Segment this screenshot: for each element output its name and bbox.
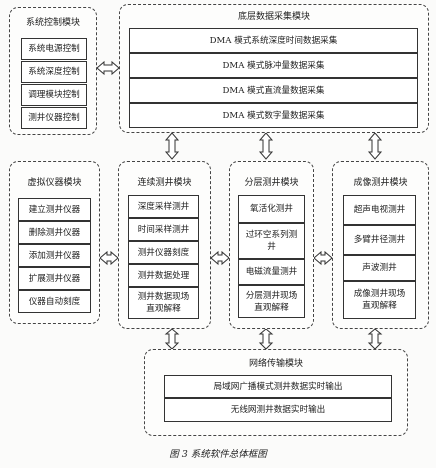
arrow-daq-to-imaging	[367, 132, 383, 160]
module-box: 测井仪器控制	[21, 107, 87, 129]
group-virtual-instrument: 虚拟仪器模块 建立测井仪器 删除测井仪器 添加测井仪器 扩展测井仪器 仪器自动刻…	[9, 161, 100, 324]
arrow-imaging-to-network	[367, 328, 383, 350]
module-box: 系统深度控制	[21, 61, 87, 83]
module-box: 添加测井仪器	[18, 244, 91, 267]
group-system-control: 系统控制模块 系统电源控制 系统深度控制 调理模块控制 测井仪器控制	[9, 7, 97, 135]
arrow-daq-to-continuous	[164, 132, 180, 160]
group-layered-logging: 分层测井模块 氧活化测井 过环空系列测 井 电磁流量测井 分层测井现场 直观解释	[229, 161, 314, 329]
group-title: 成像测井模块	[353, 178, 408, 188]
arrow-continuous-to-network	[164, 328, 180, 350]
figure-caption: 图 3 系统软件总体框图	[169, 449, 267, 460]
module-box: 测井数据现场 直观解释	[128, 287, 199, 319]
arrow-continuous-to-layered	[210, 250, 230, 266]
group-title: 虚拟仪器模块	[27, 178, 82, 188]
group-title: 网络传输模块	[248, 359, 303, 369]
module-box: 电磁流量测井	[238, 259, 305, 285]
module-box: 氧活化测井	[238, 195, 305, 223]
arrow-control-to-daq	[96, 60, 120, 76]
arrow-virtual-to-continuous	[99, 250, 119, 266]
module-box: 过环空系列测 井	[238, 223, 305, 259]
group-title: 连续测井模块	[137, 178, 192, 188]
module-box: 分层测井现场 直观解释	[238, 285, 305, 318]
module-box: DMA 模式系统深度时间数据采集	[129, 28, 418, 53]
module-box: 仪器自动刻度	[18, 290, 91, 313]
group-title: 分层测井模块	[244, 178, 299, 188]
arrow-layered-to-network	[258, 328, 274, 350]
module-box: 扩展测井仪器	[18, 267, 91, 290]
group-network-transmission: 网络传输模块 局域网广播模式测井数据实时输出 无线网测井数据实时输出	[144, 349, 408, 436]
module-box: DMA 模式脉冲量数据采集	[129, 53, 418, 78]
module-box: 时间采样测井	[128, 218, 199, 241]
group-title: 底层数据采集模块	[237, 12, 310, 22]
module-box: 声波测井	[343, 255, 416, 281]
module-box: 调理模块控制	[21, 84, 87, 106]
module-box: 局域网广播模式测井数据实时输出	[164, 375, 392, 398]
module-box: 多臂井径测井	[343, 225, 416, 255]
group-imaging-logging: 成像测井模块 超声电视测井 多臂井径测井 声波测井 成像测井现场 直观解释	[332, 161, 429, 329]
module-box: DMA 模式数字量数据采集	[129, 103, 418, 128]
module-box: 测井数据处理	[128, 264, 199, 287]
arrow-layered-to-imaging	[313, 250, 333, 266]
module-box: DMA 模式直流量数据采集	[129, 78, 418, 103]
module-box: 超声电视测井	[343, 195, 416, 225]
module-box: 深度采样测井	[128, 195, 199, 218]
group-continuous-logging: 连续测井模块 深度采样测井 时间采样测井 测井仪器刻度 测井数据处理 测井数据现…	[118, 161, 211, 329]
module-box: 无线网测井数据实时输出	[164, 398, 392, 422]
module-box: 删除测井仪器	[18, 221, 91, 244]
module-box: 建立测井仪器	[18, 198, 91, 221]
group-data-acquisition: 底层数据采集模块 DMA 模式系统深度时间数据采集 DMA 模式脉冲量数据采集 …	[119, 4, 429, 133]
module-box: 测井仪器刻度	[128, 241, 199, 264]
arrow-daq-to-layered	[258, 132, 274, 160]
group-title: 系统控制模块	[25, 18, 80, 28]
module-box: 成像测井现场 直观解释	[343, 281, 416, 319]
module-box: 系统电源控制	[21, 38, 87, 60]
